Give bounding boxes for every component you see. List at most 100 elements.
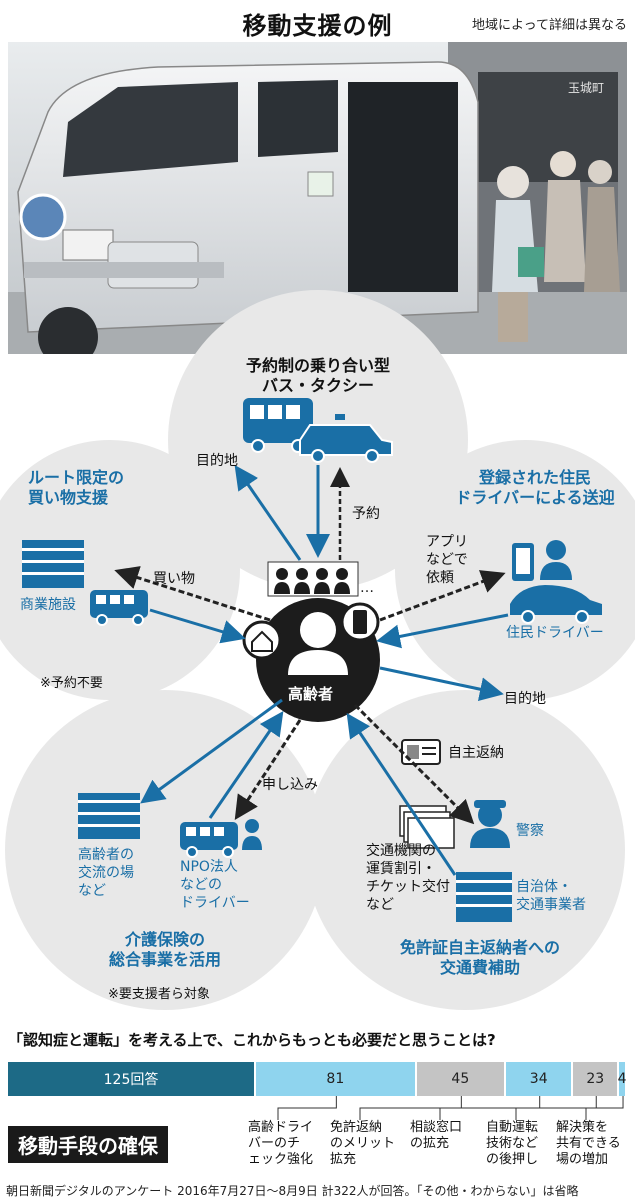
building-sign: 玉城町 bbox=[568, 81, 604, 95]
shopping-bus-icon bbox=[90, 590, 148, 626]
shop-building-icon bbox=[22, 540, 84, 588]
community-place-icon bbox=[78, 793, 140, 839]
bar-value-4: 23 bbox=[586, 1071, 605, 1087]
bottom-right-title-line2: 交通費補助 bbox=[439, 958, 520, 977]
category-label-3: 相談窓口の拡充 bbox=[410, 1120, 486, 1152]
community-place-label: 高齢者の 交流の場 など bbox=[78, 846, 134, 900]
top-answer-label: 移動手段の確保 bbox=[8, 1126, 168, 1163]
category-label-5: 解決策を共有できる場の増加 bbox=[556, 1120, 632, 1168]
app-line1: アプリ bbox=[426, 534, 468, 550]
survey-source: 朝日新聞デジタルのアンケート 2016年7月27日〜8月9日 計322人が回答。… bbox=[6, 1184, 579, 1198]
bar-segment-2: 45 bbox=[416, 1062, 506, 1096]
reserve-label: 予約 bbox=[352, 506, 380, 522]
subsidy-line2: 運賃割引・ bbox=[366, 861, 436, 877]
category-2-line-2: 拡充 bbox=[330, 1152, 357, 1167]
top-section-title: 予約制の乗り合い型 バス・タクシー bbox=[225, 356, 411, 396]
license-return-label: 自主返納 bbox=[448, 745, 504, 761]
arrow-npo-to-elderly bbox=[208, 711, 284, 819]
subsidy-line3: チケット交付 bbox=[366, 879, 450, 895]
npo-line2: などの bbox=[180, 877, 222, 893]
bottom-right-title-line1: 免許証自主返納者への bbox=[399, 938, 560, 957]
circle-bottom-left bbox=[5, 690, 325, 1010]
arrow-to-destination-right bbox=[379, 666, 504, 702]
category-4-line-0: 自動運転 bbox=[486, 1120, 539, 1135]
bar-segment-0: 125回答 bbox=[8, 1062, 256, 1096]
category-label-4: 自動運転技術などの後押し bbox=[486, 1120, 562, 1168]
bar-value-3: 34 bbox=[529, 1071, 548, 1087]
place-line1: 高齢者の bbox=[78, 847, 134, 863]
passengers-icon: … bbox=[267, 561, 374, 597]
bottom-left-title-line1: 介護保険の bbox=[124, 930, 205, 949]
npo-bus-icon bbox=[180, 819, 262, 858]
home-icon bbox=[242, 620, 282, 660]
app-line3: 依頼 bbox=[426, 570, 454, 586]
category-1-line-1: バーのチ bbox=[248, 1136, 301, 1151]
category-label-1: 高齢ドライバーのチェック強化 bbox=[248, 1120, 324, 1168]
arrow-to-community bbox=[140, 698, 283, 804]
shopping-label: 買い物 bbox=[153, 571, 195, 587]
subsidy-line4: など bbox=[366, 897, 394, 913]
category-5-line-0: 解決策を bbox=[556, 1120, 609, 1135]
app-request-label: アプリ などで 依頼 bbox=[426, 533, 468, 587]
van-photo: 玉城町 bbox=[8, 42, 627, 354]
bar-segment-5: 4 bbox=[617, 1062, 627, 1096]
top-title-line2: バス・タクシー bbox=[261, 376, 374, 395]
resident-driver-icon bbox=[510, 540, 602, 624]
left-note: ※予約不要 bbox=[40, 676, 103, 691]
government-building-icon bbox=[456, 872, 512, 922]
bar-value-0: 125回答 bbox=[103, 1072, 159, 1088]
bottom-left-section-title: 介護保険の 総合事業を活用 bbox=[70, 930, 260, 970]
leader-line-2 bbox=[359, 1096, 462, 1120]
npo-line3: ドライバー bbox=[180, 895, 250, 911]
app-line2: などで bbox=[426, 552, 468, 568]
category-1-line-2: ェック強化 bbox=[248, 1152, 314, 1167]
bottom-right-section-title: 免許証自主返納者への 交通費補助 bbox=[360, 938, 600, 978]
region-note: 地域によって詳細は異なる bbox=[472, 18, 627, 33]
van-photo-drawing: 玉城町 bbox=[8, 42, 627, 354]
svg-text:…: … bbox=[360, 580, 374, 596]
right-title-line1: 登録された住民 bbox=[478, 468, 591, 487]
survey-category-labels: 高齢ドライバーのチェック強化免許返納のメリット拡充相談窓口の拡充自動運転技術など… bbox=[0, 1120, 635, 1180]
place-line3: など bbox=[78, 883, 106, 899]
arrow-shopping bbox=[114, 566, 271, 622]
apply-label: 申し込み bbox=[262, 777, 318, 793]
police-label: 警察 bbox=[516, 823, 544, 839]
bar-segment-1: 81 bbox=[255, 1062, 417, 1096]
arrow-driver-pickup bbox=[376, 613, 509, 649]
bottom-left-title-line2: 総合事業を活用 bbox=[108, 950, 221, 969]
gov-line1: 自治体・ bbox=[516, 879, 572, 895]
category-4-line-1: 技術など bbox=[486, 1136, 539, 1151]
leader-line-3 bbox=[439, 1096, 541, 1120]
category-label-2: 免許返納のメリット拡充 bbox=[330, 1120, 406, 1168]
police-icon bbox=[470, 800, 510, 848]
arrow-apply bbox=[234, 719, 302, 821]
left-title-line1: ルート限定の bbox=[28, 468, 125, 487]
survey-stacked-bar: 125回答 81 45 34 23 4 bbox=[8, 1062, 627, 1096]
place-line2: 交流の場 bbox=[78, 865, 134, 881]
right-destination-label: 目的地 bbox=[504, 691, 546, 707]
bar-value-5: 4 bbox=[617, 1071, 627, 1087]
category-3-line-0: 相談窓口 bbox=[410, 1120, 463, 1135]
bottom-left-note: ※要支援者ら対象 bbox=[108, 987, 210, 1002]
support-diagram: … bbox=[0, 290, 635, 1010]
category-5-line-2: 場の増加 bbox=[556, 1152, 609, 1167]
leader-line-1 bbox=[277, 1096, 337, 1120]
person-icon bbox=[300, 612, 336, 648]
arrow-subsidy bbox=[346, 713, 457, 876]
bar-value-1: 81 bbox=[326, 1071, 345, 1087]
bar-segment-3: 34 bbox=[505, 1062, 574, 1096]
category-2-line-0: 免許返納 bbox=[330, 1120, 383, 1135]
bar-segment-4: 23 bbox=[573, 1062, 620, 1096]
npo-line1: NPO法人 bbox=[180, 859, 238, 875]
right-title-line2: ドライバーによる送迎 bbox=[455, 488, 615, 507]
resident-driver-label: 住民ドライバー bbox=[506, 625, 604, 641]
category-2-line-1: のメリット bbox=[330, 1136, 396, 1151]
npo-driver-label: NPO法人 などの ドライバー bbox=[180, 858, 250, 912]
gov-line2: 交通事業者 bbox=[516, 897, 586, 913]
subsidy-label: 交通機関の 運賃割引・ チケット交付 など bbox=[366, 842, 450, 914]
category-3-line-1: の拡充 bbox=[410, 1136, 450, 1151]
license-card-icon bbox=[401, 739, 441, 765]
leader-line-4 bbox=[515, 1096, 597, 1120]
subsidy-line1: 交通機関の bbox=[366, 843, 436, 859]
label-leaders bbox=[277, 1096, 624, 1120]
